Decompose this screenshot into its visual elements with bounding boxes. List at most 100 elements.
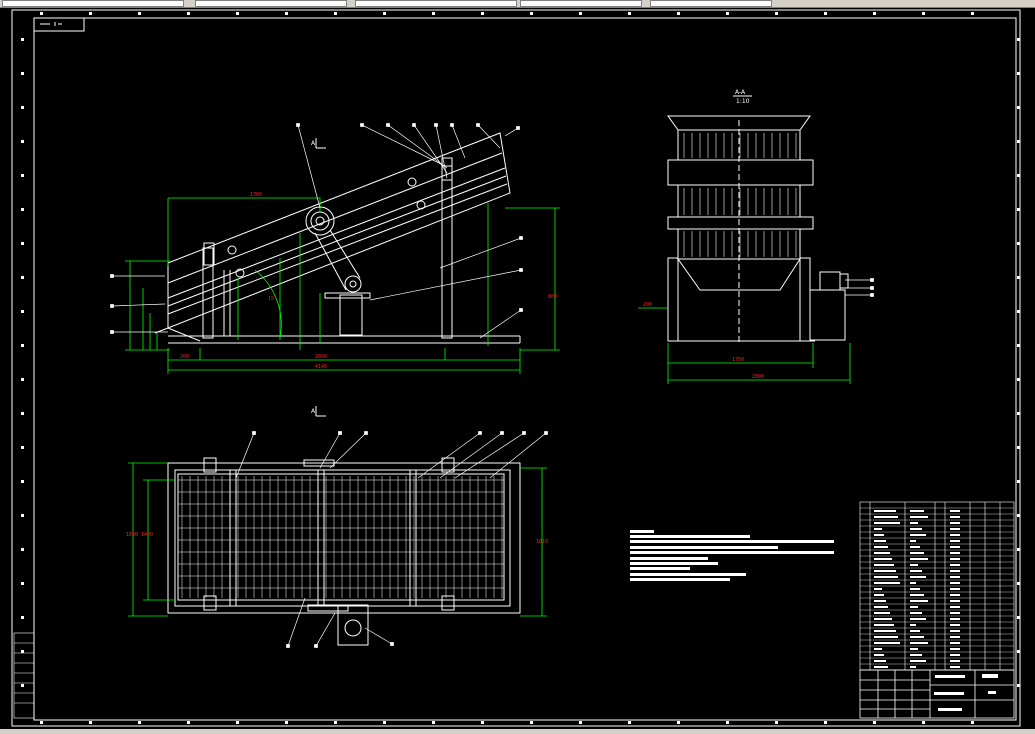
border-tick xyxy=(21,548,24,551)
border-tick xyxy=(285,12,288,15)
border-tick-marks xyxy=(21,12,1020,724)
balloon-marker xyxy=(110,330,114,334)
balloon-marker xyxy=(870,278,874,282)
border-tick xyxy=(726,12,729,15)
parts-text-block xyxy=(950,612,960,614)
color-dropdown[interactable] xyxy=(195,0,347,7)
border-tick xyxy=(89,12,92,15)
parts-text-block xyxy=(950,576,960,578)
parts-text-block xyxy=(910,600,928,602)
parts-text-block xyxy=(910,630,920,632)
leader-line xyxy=(439,432,503,479)
leader-line xyxy=(387,124,448,169)
border-tick xyxy=(824,12,827,15)
border-tick xyxy=(21,106,24,109)
border-tick xyxy=(1017,514,1020,517)
parts-text-block xyxy=(910,624,916,626)
border-tick xyxy=(21,616,24,619)
leader-line xyxy=(451,124,466,159)
balloon-marker xyxy=(390,642,394,646)
view-a-marker-bottom: A xyxy=(311,408,316,415)
parts-text-block xyxy=(874,564,894,566)
border-tick xyxy=(21,446,24,449)
parts-text-block xyxy=(874,594,884,596)
border-tick xyxy=(1017,174,1020,177)
border-tick xyxy=(21,310,24,313)
border-tick xyxy=(1017,684,1020,687)
border-tick xyxy=(824,721,827,724)
parts-text-block xyxy=(950,660,960,662)
parts-text-block xyxy=(874,576,898,578)
parts-text-block xyxy=(874,546,888,548)
dim-front-outer: 2000 xyxy=(752,374,764,380)
dim-plan-inner: 1400 xyxy=(141,532,153,538)
border-tick xyxy=(187,12,190,15)
section-scale: 1:10 xyxy=(736,98,750,105)
parts-text-block xyxy=(910,522,918,524)
parts-text-block xyxy=(950,546,960,548)
section-label: A-A xyxy=(735,89,746,96)
leader-line xyxy=(329,432,367,469)
front-view-leaders xyxy=(845,278,874,297)
border-tick xyxy=(21,72,24,75)
border-tick xyxy=(187,721,190,724)
border-tick xyxy=(628,12,631,15)
parts-text-block xyxy=(874,642,900,644)
parts-text-block xyxy=(910,636,924,638)
balloon-marker xyxy=(870,293,874,297)
parts-text-block xyxy=(874,570,896,572)
plan-view-dimensions xyxy=(128,462,547,617)
border-tick xyxy=(971,12,974,15)
parts-text-block xyxy=(950,654,960,656)
border-tick xyxy=(21,242,24,245)
parts-text-block xyxy=(910,654,922,656)
linetype-dropdown[interactable] xyxy=(355,0,517,7)
balloon-marker xyxy=(476,123,480,127)
border-tick xyxy=(677,721,680,724)
border-tick xyxy=(1017,446,1020,449)
balloon-marker xyxy=(544,431,548,435)
border-tick xyxy=(21,140,24,143)
border-tick xyxy=(1017,310,1020,313)
leader-line xyxy=(369,269,522,301)
leader-line xyxy=(364,627,393,645)
parts-text-block xyxy=(874,606,888,608)
layer-dropdown[interactable] xyxy=(2,0,184,7)
border-tick xyxy=(1017,38,1020,41)
command-line-strip[interactable] xyxy=(0,729,1035,734)
title-block xyxy=(859,669,1015,719)
border-tick xyxy=(21,208,24,211)
border-tick xyxy=(1017,72,1020,75)
parts-text-block xyxy=(950,666,960,668)
drawing-border xyxy=(11,9,1021,727)
parts-text-block xyxy=(874,540,886,542)
border-tick xyxy=(971,721,974,724)
balloon-marker xyxy=(450,123,454,127)
border-tick xyxy=(775,12,778,15)
border-tick xyxy=(383,12,386,15)
dim-front-inner: 1750 xyxy=(732,357,744,363)
leader-line xyxy=(454,432,525,479)
leader-line xyxy=(489,432,547,479)
plotstyle-dropdown[interactable] xyxy=(650,0,772,7)
balloon-marker xyxy=(110,304,114,308)
border-tick xyxy=(21,582,24,585)
border-tick xyxy=(579,12,582,15)
border-tick xyxy=(628,721,631,724)
dim-height-right: 800 xyxy=(548,294,557,300)
parts-text-block xyxy=(874,624,894,626)
parts-text-block xyxy=(950,582,960,584)
parts-text-block xyxy=(910,546,920,548)
parts-text-block xyxy=(874,660,886,662)
side-view-dim-text: 1700 2800 4145 200 800 15° xyxy=(180,192,557,370)
border-tick xyxy=(21,344,24,347)
lineweight-dropdown[interactable] xyxy=(520,0,642,7)
drawing-number-stamp xyxy=(33,17,85,32)
parts-text-block xyxy=(950,594,960,596)
parts-text-block xyxy=(874,654,884,656)
border-tick xyxy=(1017,650,1020,653)
leader-line xyxy=(319,432,341,469)
drawing-canvas[interactable]: 1700 2800 4145 200 800 15° A A A-A 1:10 xyxy=(0,8,1035,729)
parts-text-block xyxy=(874,666,888,668)
revision-block xyxy=(13,632,35,719)
